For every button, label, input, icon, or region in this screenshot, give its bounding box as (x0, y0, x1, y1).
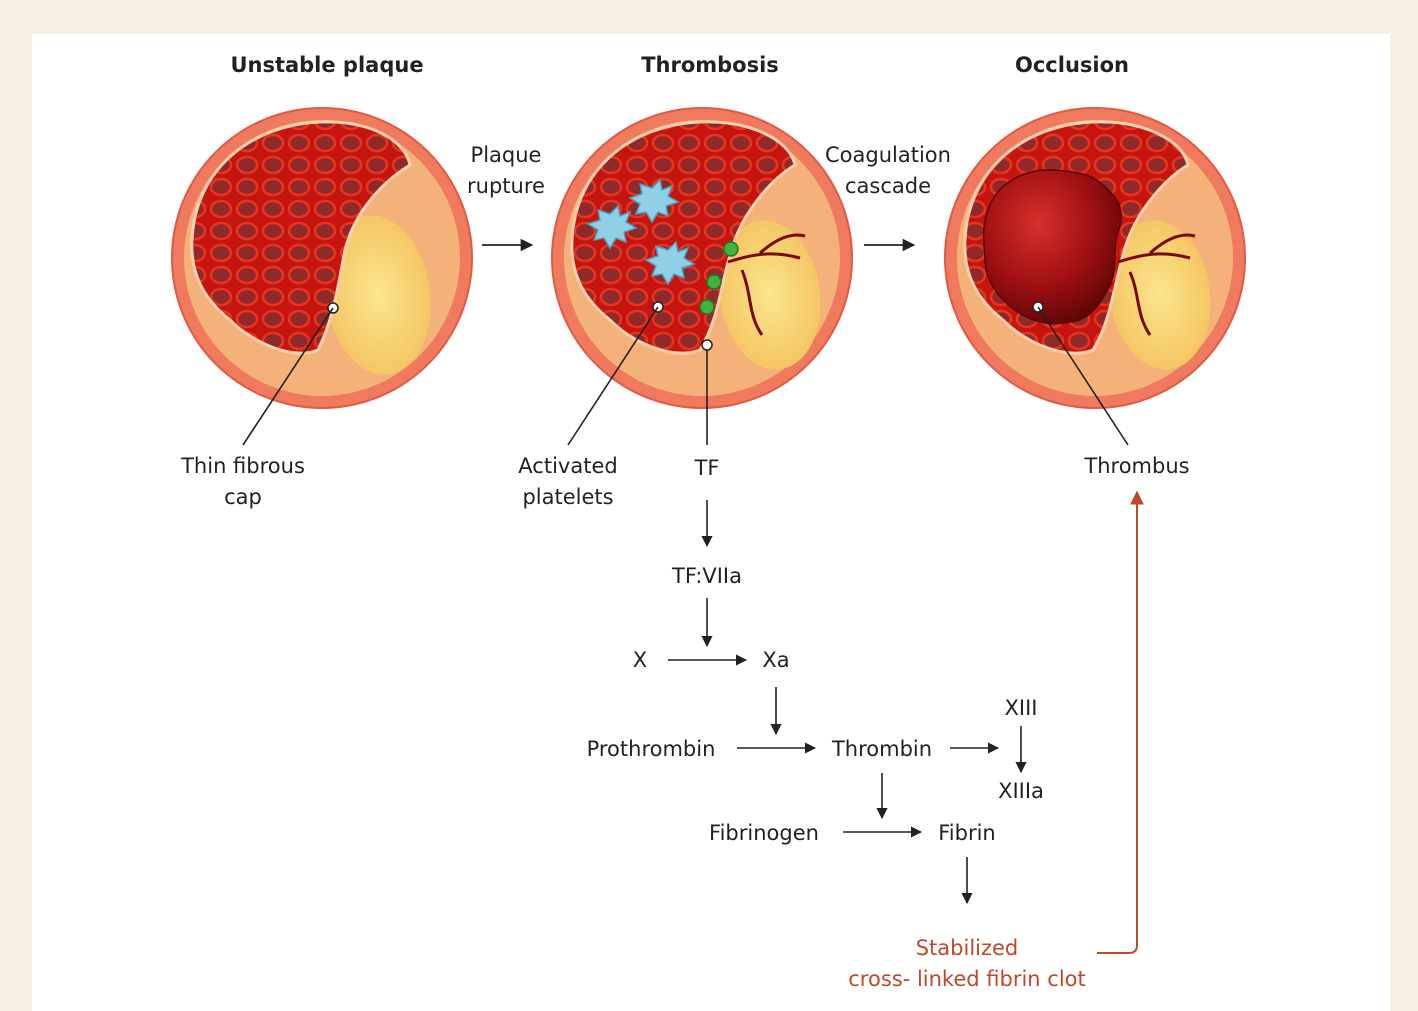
thrombus-icon (984, 170, 1122, 324)
label-platelets: platelets (522, 485, 613, 509)
label-fibrin: Fibrin (938, 821, 996, 845)
label-thrombus: Thrombus (1083, 454, 1189, 478)
label-plaque: Plaque (471, 143, 542, 167)
label-stabilized: Stabilized (916, 936, 1019, 960)
vessel-thrombosis (552, 108, 852, 445)
title-occlusion: Occlusion (1015, 53, 1129, 77)
label-coagulation: Coagulation (825, 143, 951, 167)
label-cascade: cascade (845, 174, 931, 198)
marker-tf (702, 340, 712, 350)
label-cap: cap (224, 485, 262, 509)
label-thrombin: Thrombin (831, 737, 932, 761)
label-xiiia: XIIIa (998, 779, 1044, 803)
label-cross-linked-clot: cross- linked fibrin clot (848, 967, 1086, 991)
label-tf: TF (694, 456, 720, 480)
label-prothrombin: Prothrombin (587, 737, 716, 761)
tissue-factor-icon (724, 242, 738, 256)
tissue-factor-icon (707, 275, 721, 289)
arrow-clot-to-thrombus (1097, 492, 1137, 953)
label-tf-viia: TF:VIIa (671, 564, 742, 588)
title-unstable-plaque: Unstable plaque (230, 53, 423, 77)
tissue-factor-icon (700, 300, 714, 314)
label-xiii: XIII (1005, 696, 1038, 720)
vessel-occlusion (945, 108, 1245, 445)
label-fibrinogen: Fibrinogen (709, 821, 819, 845)
label-x: X (633, 648, 647, 672)
label-xa: Xa (762, 648, 789, 672)
vessel-unstable-plaque (172, 108, 472, 445)
title-thrombosis: Thrombosis (641, 53, 779, 77)
label-thin-fibrous: Thin fibrous (180, 454, 305, 478)
label-rupture: rupture (467, 174, 545, 198)
label-activated: Activated (518, 454, 617, 478)
